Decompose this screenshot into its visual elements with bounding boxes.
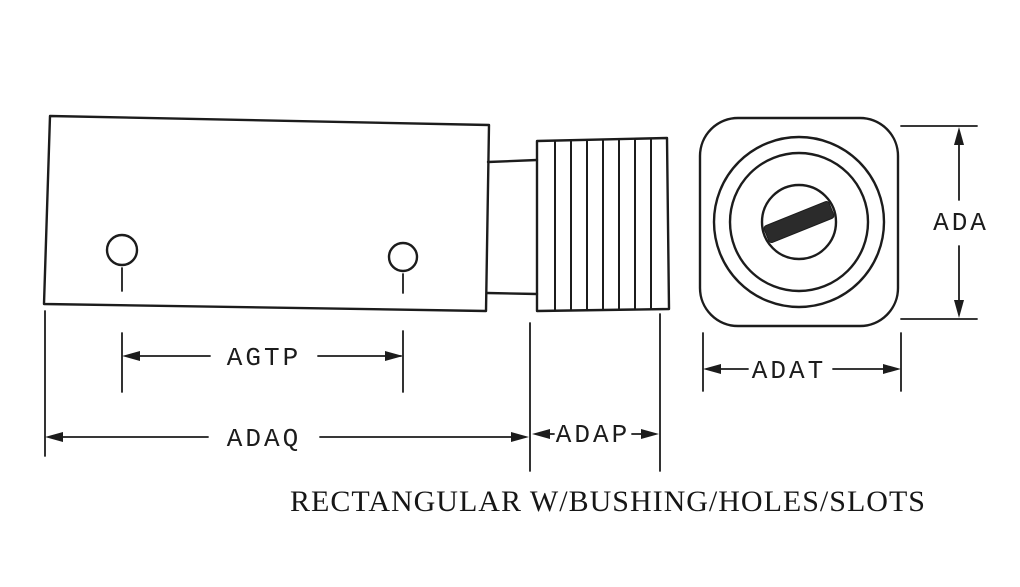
- bushing-outer-circle: [712, 135, 886, 309]
- bushing-outline: [535, 136, 671, 313]
- end-view-outline: [698, 116, 900, 328]
- neck-bottom-edge: [485, 291, 539, 296]
- adat-arrow-right: [883, 364, 901, 374]
- side-view: [42, 114, 491, 313]
- dim-label-adat: ADAT: [752, 356, 826, 386]
- bushing-bore-circle: [760, 183, 838, 261]
- dim-label-ada: ADA: [933, 208, 989, 238]
- dimension-agtp: AGTP: [121, 330, 404, 393]
- screw-slot: [763, 200, 835, 244]
- end-view: [698, 116, 900, 328]
- dimension-ada: ADA: [900, 125, 989, 320]
- adap-arrow-right: [641, 429, 659, 439]
- neck-top-edge: [486, 158, 539, 164]
- dimension-adap: ADAP: [532, 313, 661, 472]
- body-outline: [42, 114, 491, 313]
- bushing: [485, 136, 671, 313]
- dim-label-agtp: AGTP: [227, 343, 301, 373]
- adap-arrow-left: [532, 429, 550, 439]
- screw-slot-group: [763, 200, 835, 244]
- mounting-hole-left: [105, 233, 139, 267]
- adat-arrow-left: [703, 364, 721, 374]
- dim-label-adap: ADAP: [556, 420, 630, 450]
- ada-arrow-up: [954, 127, 964, 145]
- diagram-caption: RECTANGULAR W/BUSHING/HOLES/SLOTS: [290, 485, 926, 518]
- bushing-mid-circle: [728, 151, 870, 293]
- ada-arrow-down: [954, 300, 964, 318]
- dimension-adat: ADAT: [702, 332, 902, 392]
- adaq-arrow-right: [511, 432, 529, 442]
- agtp-arrow-left: [122, 351, 140, 361]
- adaq-arrow-left: [45, 432, 63, 442]
- dimension-adaq: ADAQ: [44, 310, 531, 472]
- mounting-hole-right: [387, 241, 419, 273]
- dim-label-adaq: ADAQ: [227, 424, 301, 454]
- agtp-arrow-right: [385, 351, 403, 361]
